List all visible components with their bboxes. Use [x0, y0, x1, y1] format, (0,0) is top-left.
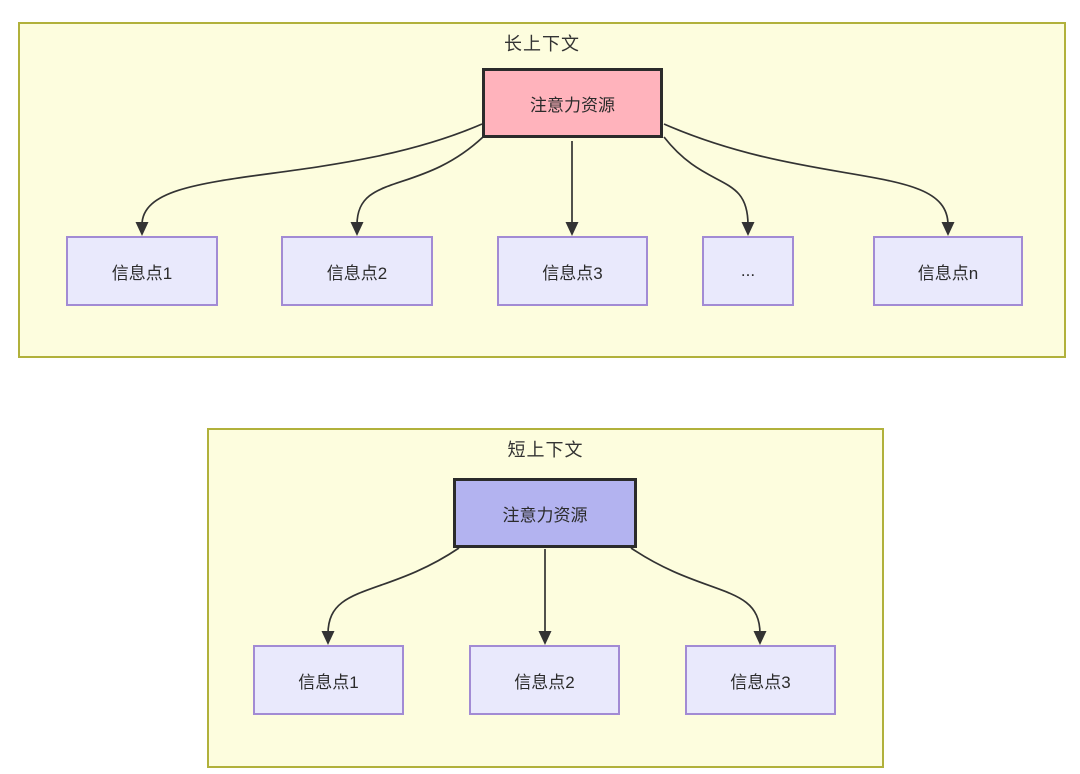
long-info-node-3: 信息点3 — [497, 236, 648, 306]
long-context-title: 长上下文 — [504, 34, 580, 54]
long-info-node-2: 信息点2 — [281, 236, 433, 306]
short-info-node-1: 信息点1 — [253, 645, 404, 715]
short-context-title: 短上下文 — [507, 440, 584, 460]
short-info-node-2: 信息点2 — [469, 645, 620, 715]
short-attention-resource-node: 注意力资源 — [453, 478, 637, 548]
long-attention-resource-node: 注意力资源 — [482, 68, 663, 138]
long-info-node-ellipsis: ... — [702, 236, 794, 306]
short-info-node-3: 信息点3 — [685, 645, 836, 715]
long-info-node-1: 信息点1 — [66, 236, 218, 306]
long-info-node-n: 信息点n — [873, 236, 1023, 306]
